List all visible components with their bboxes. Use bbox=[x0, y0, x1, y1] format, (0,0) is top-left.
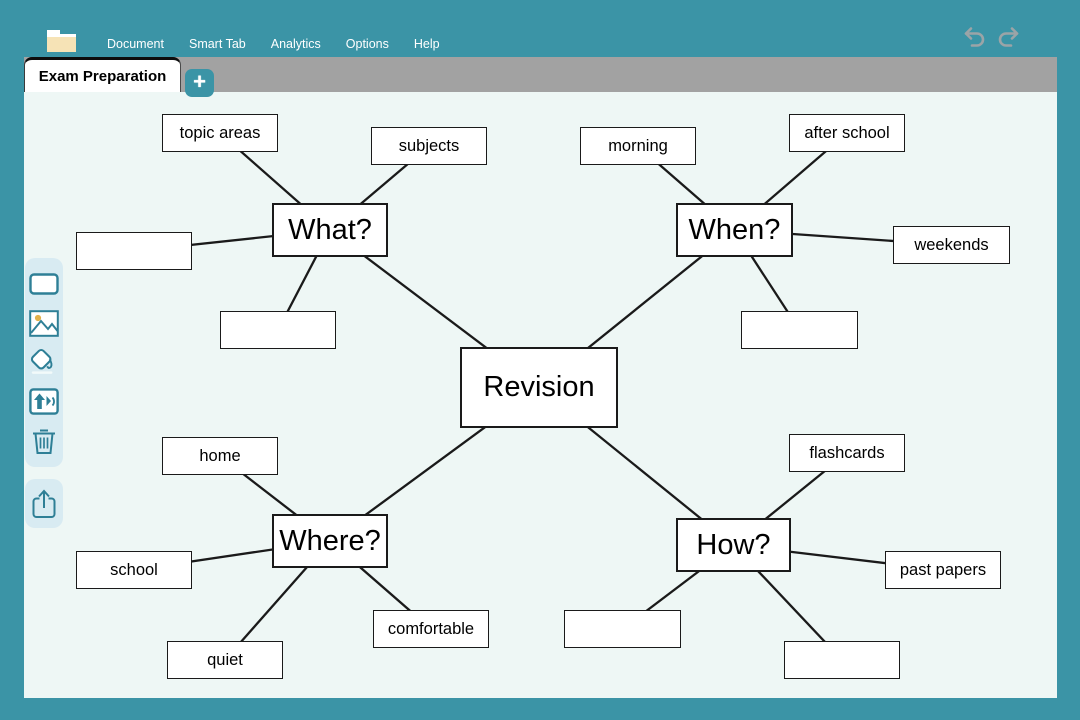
share-tool-button[interactable] bbox=[29, 489, 59, 519]
node-label: Where? bbox=[279, 525, 381, 558]
mindmap-node-school[interactable]: school bbox=[76, 551, 192, 589]
tab-bar: Exam Preparation + bbox=[24, 57, 1057, 92]
mindmap-node-how-blank-1[interactable] bbox=[564, 610, 681, 648]
flip-icon bbox=[29, 388, 59, 415]
redo-icon[interactable] bbox=[997, 25, 1022, 48]
delete-tool-button[interactable] bbox=[29, 426, 59, 456]
node-label: What? bbox=[288, 214, 372, 247]
plus-icon: + bbox=[193, 71, 206, 93]
mindmap-node-past-papers[interactable]: past papers bbox=[885, 551, 1001, 589]
image-tool-button[interactable] bbox=[29, 308, 59, 338]
mindmap-canvas[interactable]: Revision What? When? Where? How? topic areas s… bbox=[24, 92, 1057, 698]
node-label: quiet bbox=[207, 651, 243, 670]
undo-icon[interactable] bbox=[961, 25, 986, 48]
rectangle-tool-button[interactable] bbox=[29, 269, 59, 299]
node-label: Revision bbox=[483, 371, 594, 404]
node-label: home bbox=[199, 447, 240, 466]
new-tab-button[interactable]: + bbox=[185, 69, 214, 97]
menu-items: Document Smart Tab Analytics Options Hel… bbox=[107, 37, 440, 51]
tool-panel bbox=[25, 258, 63, 467]
node-label: morning bbox=[608, 137, 668, 156]
menu-item-help[interactable]: Help bbox=[414, 37, 440, 51]
node-label: How? bbox=[696, 529, 770, 562]
trash-icon bbox=[30, 426, 58, 455]
node-label: flashcards bbox=[809, 444, 884, 463]
menu-item-smart-tab[interactable]: Smart Tab bbox=[189, 37, 246, 51]
mindmap-node-after-school[interactable]: after school bbox=[789, 114, 905, 152]
rectangle-icon bbox=[29, 273, 59, 295]
node-label: school bbox=[110, 561, 158, 580]
node-label: topic areas bbox=[180, 124, 261, 143]
node-label: past papers bbox=[900, 561, 986, 580]
mindmap-node-subjects[interactable]: subjects bbox=[371, 127, 487, 165]
mindmap-node-weekends[interactable]: weekends bbox=[893, 226, 1010, 264]
flip-tool-button[interactable] bbox=[29, 387, 59, 417]
mindmap-node-where[interactable]: Where? bbox=[272, 514, 388, 568]
menu-item-document[interactable]: Document bbox=[107, 37, 164, 51]
mindmap-node-when-blank-1[interactable] bbox=[741, 311, 858, 349]
node-label: weekends bbox=[914, 236, 988, 255]
mindmap-node-quiet[interactable]: quiet bbox=[167, 641, 283, 679]
mindmap-node-home[interactable]: home bbox=[162, 437, 278, 475]
mindmap-node-how-blank-2[interactable] bbox=[784, 641, 900, 679]
fill-bucket-icon bbox=[29, 347, 59, 378]
export-panel bbox=[25, 479, 63, 528]
mindmap-node-morning[interactable]: morning bbox=[580, 127, 696, 165]
mindmap-node-topic-areas[interactable]: topic areas bbox=[162, 114, 278, 152]
mindmap-node-what[interactable]: What? bbox=[272, 203, 388, 257]
share-icon bbox=[30, 488, 58, 520]
node-label: after school bbox=[804, 124, 889, 143]
menu-bar: Document Smart Tab Analytics Options Hel… bbox=[0, 0, 1080, 57]
mindmap-node-what-blank-1[interactable] bbox=[76, 232, 192, 270]
node-label: When? bbox=[689, 214, 781, 247]
image-icon bbox=[29, 310, 59, 337]
node-label: subjects bbox=[399, 137, 460, 156]
mindmap-node-what-blank-2[interactable] bbox=[220, 311, 336, 349]
tab-exam-preparation[interactable]: Exam Preparation bbox=[24, 57, 181, 92]
mindmap-node-flashcards[interactable]: flashcards bbox=[789, 434, 905, 472]
tab-label: Exam Preparation bbox=[39, 68, 167, 85]
history-controls bbox=[961, 25, 1022, 48]
node-label: comfortable bbox=[388, 620, 474, 639]
menu-item-analytics[interactable]: Analytics bbox=[271, 37, 321, 51]
mindmap-node-how[interactable]: How? bbox=[676, 518, 791, 572]
menu-item-options[interactable]: Options bbox=[346, 37, 389, 51]
mindmap-node-comfortable[interactable]: comfortable bbox=[373, 610, 489, 648]
folder-icon[interactable] bbox=[47, 23, 76, 52]
mindmap-node-when[interactable]: When? bbox=[676, 203, 793, 257]
fill-tool-button[interactable] bbox=[29, 347, 59, 377]
mindmap-node-revision[interactable]: Revision bbox=[460, 347, 618, 428]
